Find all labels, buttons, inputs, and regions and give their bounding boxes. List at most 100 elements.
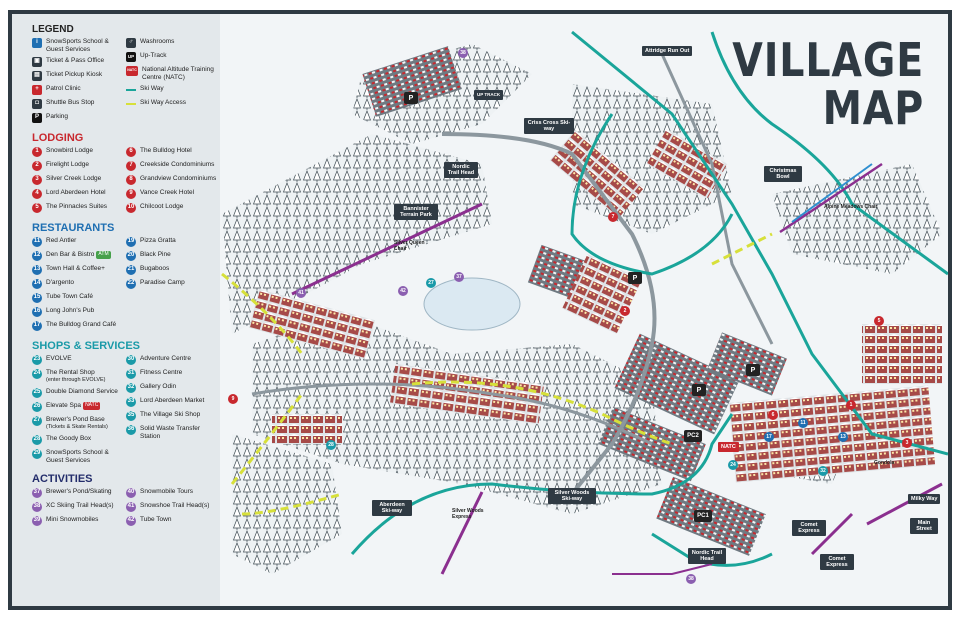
map-frame: LEGEND i SnowSports School & Guest Servi… [8,10,952,610]
shop-label: Double Diamond Service [46,388,118,395]
restaurant-number: 11 [32,237,42,247]
parking-marker: P [692,384,706,396]
shop-number: 28 [32,435,42,445]
legend-row-kiosk: ▤ Ticket Pickup Kiosk [32,71,118,81]
natc-badge: NATC [83,402,101,410]
legend-label: Washrooms [140,38,175,45]
alpine-meadows-chair-blue [791,163,873,223]
activity-number: 41 [126,502,136,512]
legend-title: LEGEND [32,24,74,35]
label-comet-express-2: Comet Express [820,554,854,570]
lodging-number: 7 [126,161,136,171]
lodging-label: Creekside Condominiums [140,161,215,168]
shop-label: Fitness Centre [140,369,183,376]
pin-lodging: 6 [768,410,778,420]
restaurant-number: 21 [126,265,136,275]
pin-activity: 38 [458,48,468,58]
lodging-item: 7 Creekside Condominiums [126,161,214,171]
lodging-label: Lord Aberdeen Hotel [46,189,106,196]
restaurant-number: 14 [32,279,42,289]
silver-woods-express-line [440,491,484,575]
lodging-title: LODGING [32,132,84,144]
activity-label: Snowmobile Tours [140,488,193,495]
label-aberdeen-skiway: Aberdeen Ski-way [372,500,412,516]
restaurant-label: D'argento [46,279,74,286]
village-loop-road [251,382,653,446]
restaurant-label: Red Antler [46,237,77,244]
label-criss-cross: Criss Cross Ski-way [524,118,574,134]
lodging-number: 4 [32,189,42,199]
west-cabins [248,289,376,359]
restaurant-number: 20 [126,251,136,261]
shop-number: 24 [32,369,42,379]
activity-number: 38 [32,502,42,512]
label-up-track: UP TRACK [474,90,504,100]
shop-number: 26 [32,402,42,412]
lodging-number: 1 [32,147,42,157]
parking-lot-pb [614,333,740,435]
pin-shop: 32 [818,466,828,476]
shop-number: 32 [126,383,136,393]
ski-track-south [612,563,713,575]
label-main-street: Main Street [910,518,938,534]
shop-label: The Village Ski Shop [140,411,201,418]
ticket-icon: ▣ [32,57,42,67]
label-silver-woods-skiway: Silver Woods Ski-way [548,488,596,504]
label-natc: NATC [718,442,739,452]
lodging-number: 9 [126,189,136,199]
legend-label: Ticket Pickup Kiosk [46,71,103,78]
legend-row-first-aid: + Patrol Clinic [32,85,118,95]
legend-label: Ski Way Access [140,99,186,106]
central-cabins [389,363,545,425]
pin-lodging: 9 [228,394,238,404]
pin-restaurant: 11 [798,418,808,428]
shop-sublabel: (enter through EVOLVE) [46,376,106,383]
label-gondola: Gondola [874,460,895,466]
legend-label: Patrol Clinic [46,85,81,92]
alpine-meadows-chair-line [779,162,883,234]
shop-number: 23 [32,355,42,365]
restaurant-number: 19 [126,237,136,247]
restaurant-label: Pizza Gratta [140,237,176,244]
pin-shop: 24 [728,460,738,470]
shop-label: The Goody Box [46,435,92,442]
activity-label: Brewer's Pond/Skating [46,488,112,495]
shop-number: 36 [126,425,136,435]
legend-label: Parking [46,113,69,120]
shop-number: 29 [32,449,42,459]
ski-way-line [126,85,136,95]
legend-section: LEGEND i SnowSports School & Guest Servi… [32,24,220,127]
pin-activity: 41 [296,288,306,298]
lodging-label: The Pinnacles Suites [46,203,108,210]
parking-marker: PC1 [694,510,712,522]
activity-label: Mini Snowmobiles [46,516,99,523]
shop-number: 33 [126,397,136,407]
criss-cross-skiway [570,113,734,276]
lodging-number: 3 [32,175,42,185]
shop-number: 25 [32,388,42,398]
pin-lodging: 1 [846,400,856,410]
restaurant-item: 14 D'argento [32,279,118,289]
pin-activity: 37 [454,272,464,282]
restaurant-number: 15 [32,293,42,303]
restaurant-number: 16 [32,307,42,317]
lodging-item: 4 Lord Aberdeen Hotel [32,189,118,199]
shop-label: Brewer's Pond Base [46,416,105,423]
